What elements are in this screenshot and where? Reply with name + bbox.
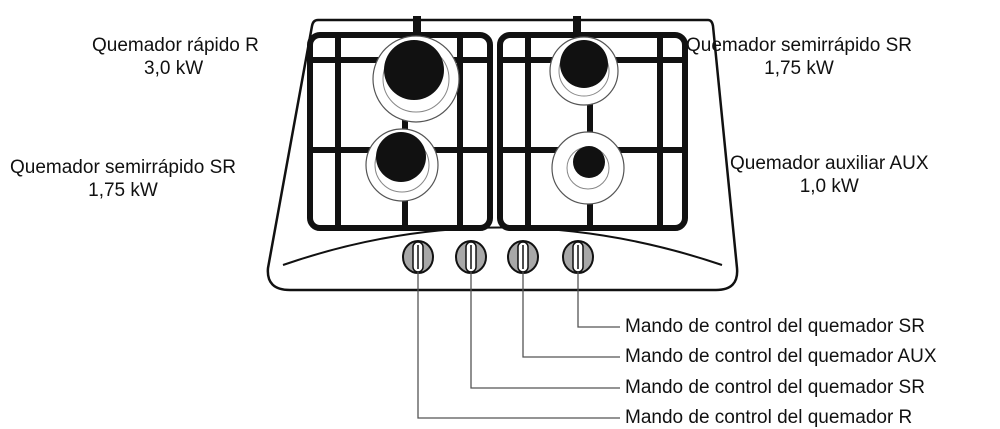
knob-label-sr-front: Mando de control del quemador SR: [625, 377, 925, 398]
leader-line-sr-front: [470, 272, 620, 389]
burner-name: Quemador auxiliar AUX: [730, 153, 929, 174]
knob-aux[interactable]: [507, 240, 539, 274]
knob-label-aux: Mando de control del quemador AUX: [625, 346, 937, 367]
burner-power: 1,75 kW: [88, 180, 158, 201]
burner-label-semirapid-sr-rear: Quemador semirrápido SR 1,75 kW: [686, 34, 912, 80]
burner-power: 3,0 kW: [144, 58, 204, 79]
grate-pin: [573, 16, 581, 38]
knob-sr-front[interactable]: [455, 240, 487, 274]
grate-pin: [413, 16, 421, 38]
burner-semirapid-sr-front: [365, 128, 439, 202]
burner-power: 1,0 kW: [799, 176, 859, 197]
knob-label-r: Mando de control del quemador R: [625, 407, 913, 428]
burner-auxiliar-aux: [551, 131, 625, 205]
leader-line-aux: [522, 272, 620, 358]
leader-line-sr-rear: [577, 272, 620, 328]
burner-label-semirapid-sr-front: Quemador semirrápido SR 1,75 kW: [10, 156, 236, 202]
burner-name: Quemador semirrápido SR: [686, 35, 912, 56]
burner-label-rapid-r: Quemador rápido R 3,0 kW: [92, 34, 259, 80]
burner-label-auxiliar-aux: Quemador auxiliar AUX 1,0 kW: [730, 152, 929, 198]
knob-label-sr-rear: Mando de control del quemador SR: [625, 316, 925, 337]
leader-line-r: [417, 272, 620, 419]
burner-name: Quemador semirrápido SR: [10, 157, 236, 178]
knob-r[interactable]: [402, 240, 434, 274]
knob-sr-rear[interactable]: [562, 240, 594, 274]
burner-name: Quemador rápido R: [92, 35, 259, 56]
burner-power: 1,75 kW: [764, 58, 834, 79]
burner-semirapid-sr-rear: [549, 36, 619, 106]
burner-rapid-r: [372, 35, 460, 123]
